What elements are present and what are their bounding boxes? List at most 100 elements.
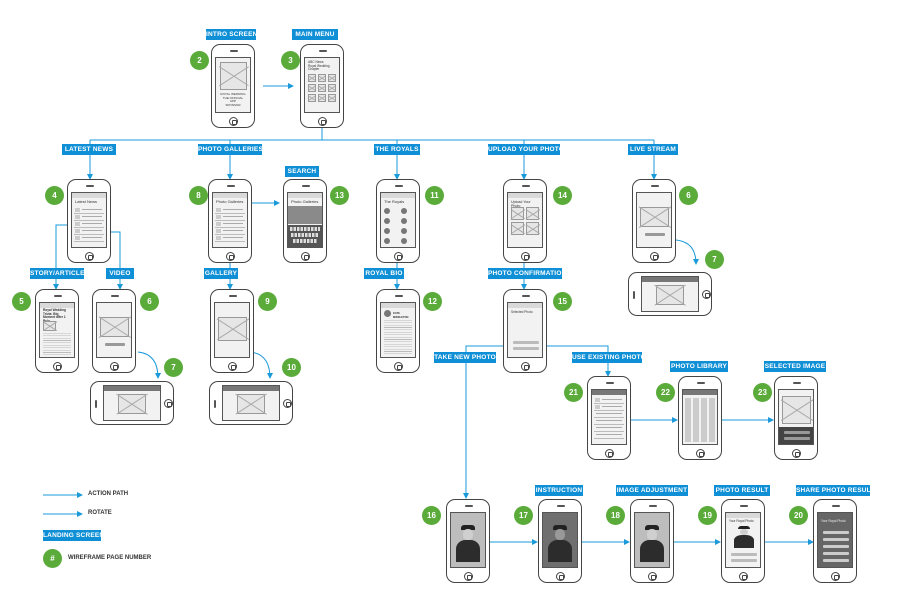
page-number-badge: 2: [190, 51, 209, 70]
label-the-royals: THE ROYALS: [374, 144, 420, 155]
page-number-badge: 18: [606, 506, 625, 525]
phone-photo-confirmation: Selected Photo: [503, 289, 547, 373]
home-button-icon: [556, 572, 565, 581]
label-gallery: GALLERY: [204, 268, 238, 279]
home-button-icon: [702, 290, 711, 299]
page-number-badge: 20: [789, 506, 808, 525]
page-number-badge: 22: [656, 383, 675, 402]
search-screen-title: Photo Galleries: [291, 199, 319, 204]
home-button-icon: [164, 399, 173, 408]
label-upload-your-photo: UPLOAD YOUR PHOTO: [488, 144, 565, 155]
page-number-badge: 8: [189, 186, 208, 205]
page-number-badge: 5: [12, 292, 31, 311]
page-number-badge: 14: [553, 186, 572, 205]
page-number-badge: 11: [425, 186, 444, 205]
page-number-badge: 23: [753, 383, 772, 402]
home-button-icon: [226, 252, 235, 261]
phone-live-stream: [632, 179, 676, 263]
home-button-icon: [521, 252, 530, 261]
home-button-icon: [228, 362, 237, 371]
home-button-icon: [831, 572, 840, 581]
latest-news-title: Latest News: [75, 199, 98, 204]
page-number-badge: 6: [140, 292, 159, 311]
page-number-badge: 7: [164, 358, 183, 377]
phone-instruction: [538, 499, 582, 583]
label-share-photo-result: SHARE PHOTO RESULT: [796, 485, 875, 496]
phone-image-adjustment: [630, 499, 674, 583]
phone-latest-news: Latest News: [67, 179, 111, 263]
legend-rotate: ROTATE: [88, 510, 112, 516]
label-image-adjustment: IMAGE ADJUSTMENT: [616, 485, 688, 496]
upload-title: Upload Your Photo: [511, 200, 531, 208]
phone-share-photo-result: Your Royal Photo: [813, 499, 857, 583]
home-button-icon: [85, 252, 94, 261]
label-main-menu: MAIN MENU: [292, 29, 338, 40]
home-button-icon: [110, 362, 119, 371]
photo-galleries-title: Photo Galleries: [216, 199, 244, 204]
page-number-badge: 21: [564, 383, 583, 402]
phone-live-stream-landscape: [628, 272, 712, 316]
home-button-icon: [521, 362, 530, 371]
legend-action-path: ACTION PATH: [88, 491, 129, 497]
home-button-icon: [792, 449, 801, 458]
label-search: SEARCH: [285, 166, 319, 177]
the-royals-title: The Royals: [384, 199, 405, 204]
share-result-title: Your Royal Photo: [821, 519, 846, 523]
phone-gallery: [210, 289, 254, 373]
home-button-icon: [283, 399, 292, 408]
page-number-badge: 7: [705, 250, 724, 269]
home-button-icon: [301, 252, 310, 261]
phone-use-existing-photo: [587, 376, 631, 460]
label-photo-library: PHOTO LIBRARY: [670, 361, 728, 372]
phone-take-new-photo: [446, 499, 490, 583]
phone-story-article: Royal Wedding Trivia: Big Moment after 1…: [35, 289, 79, 373]
home-button-icon: [605, 449, 614, 458]
phone-selected-image: [774, 376, 818, 460]
label-intro-screen: INTRO SCREEN: [206, 29, 258, 40]
label-live-stream: LIVE STREAM: [628, 144, 678, 155]
phone-upload-your-photo: Upload Your Photo: [503, 179, 547, 263]
page-number-badge: 10: [282, 358, 301, 377]
photo-result-title: Your Royal Photo: [729, 519, 754, 523]
phone-royal-bio: KATE MIDDLETON: [376, 289, 420, 373]
phone-main-menu: ABC News Royal Wedding Chapter: [300, 44, 344, 128]
page-number-badge: 4: [45, 186, 64, 205]
label-story-article: STORY/ARTICLE: [30, 268, 85, 279]
label-video: VIDEO: [106, 268, 134, 279]
legend-landing-screen: LANDING SCREEN: [43, 530, 105, 541]
home-button-icon: [229, 117, 238, 126]
home-button-icon: [394, 252, 403, 261]
page-number-badge: 16: [422, 506, 441, 525]
legend-page-number-badge: #: [43, 549, 62, 568]
phone-video: [92, 289, 136, 373]
intro-screen-text: ROYAL WEDDING THE OFFICIAL APP SPONSOR: [220, 92, 246, 107]
phone-intro-screen: ROYAL WEDDING THE OFFICIAL APP SPONSOR: [211, 44, 255, 128]
page-number-badge: 13: [330, 186, 349, 205]
phone-the-royals: The Royals: [376, 179, 420, 263]
page-number-badge: 17: [514, 506, 533, 525]
page-number-badge: 3: [281, 51, 300, 70]
label-royal-bio: ROYAL BIO: [364, 268, 404, 279]
royal-bio-name: KATE MIDDLETON: [393, 312, 409, 319]
label-photo-galleries: PHOTO GALLERIES: [198, 144, 263, 155]
label-selected-image: SELECTED IMAGE: [764, 361, 826, 372]
home-button-icon: [464, 572, 473, 581]
legend-page-number: WIREFRAME PAGE NUMBER: [68, 555, 152, 561]
phone-photo-library: [678, 376, 722, 460]
home-button-icon: [318, 117, 327, 126]
home-button-icon: [53, 362, 62, 371]
page-number-badge: 12: [423, 292, 442, 311]
page-number-badge: 15: [553, 292, 572, 311]
label-latest-news: LATEST NEWS: [62, 144, 116, 155]
phone-video-landscape: [90, 381, 174, 425]
phone-search: Photo Galleries: [283, 179, 327, 263]
phone-photo-result: Your Royal Photo: [721, 499, 765, 583]
home-button-icon: [648, 572, 657, 581]
page-number-badge: 19: [698, 506, 717, 525]
home-button-icon: [696, 449, 705, 458]
page-number-badge: 9: [258, 292, 277, 311]
page-number-badge: 6: [679, 186, 698, 205]
home-button-icon: [739, 572, 748, 581]
label-take-new-photo: TAKE NEW PHOTO: [434, 352, 496, 363]
